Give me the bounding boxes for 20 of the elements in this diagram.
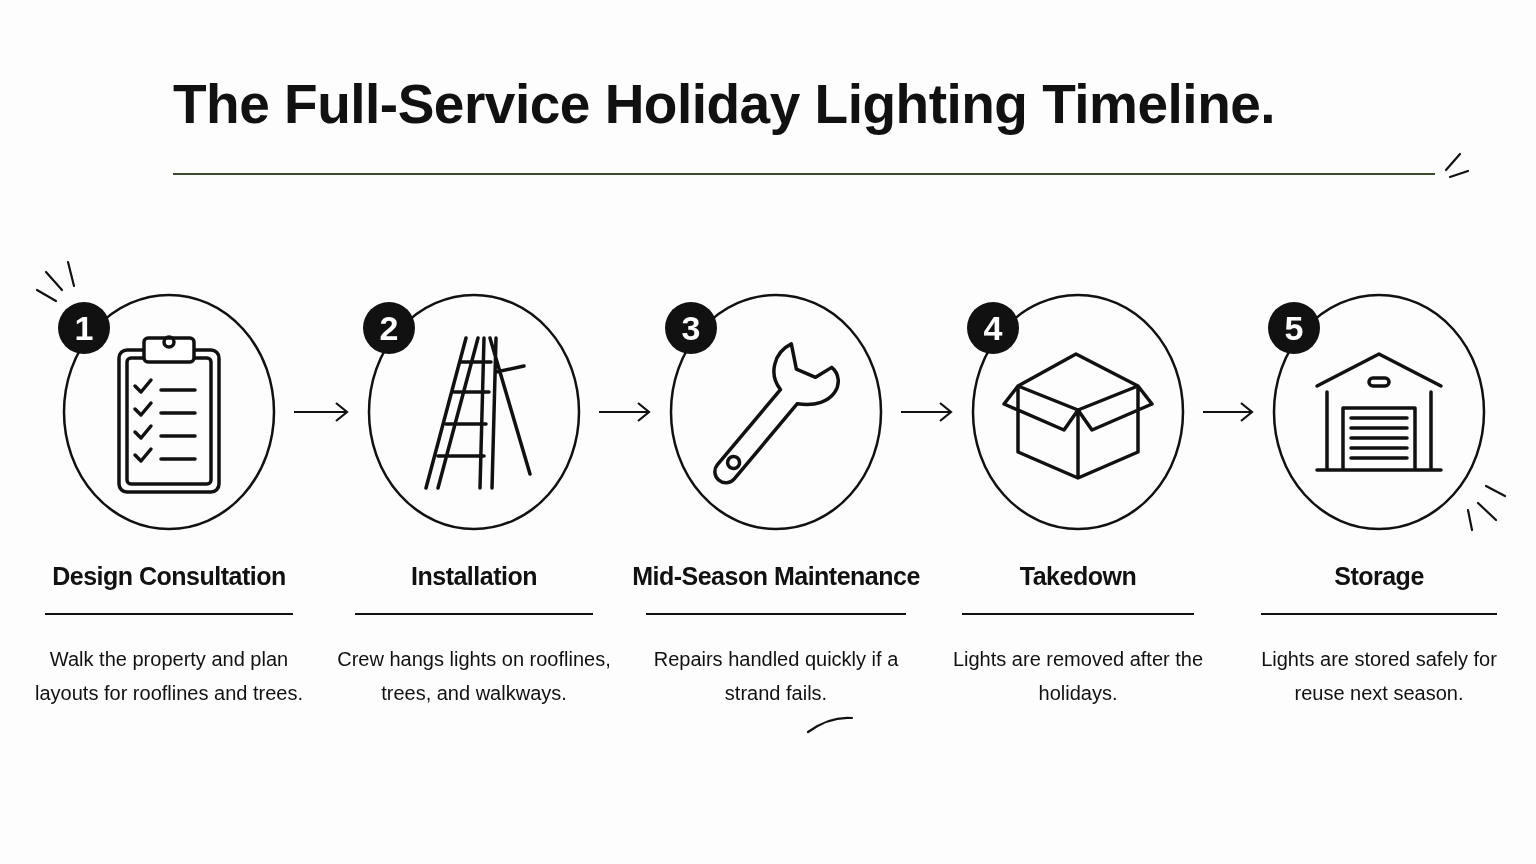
step-number-badge: 2 bbox=[363, 302, 415, 354]
arrow bbox=[294, 401, 349, 423]
diagram-title: The Full-Service Holiday Lighting Timeline. bbox=[173, 72, 1276, 136]
arrow bbox=[901, 401, 953, 423]
step-number-badge: 1 bbox=[58, 302, 110, 354]
step-title: Installation bbox=[410, 562, 538, 591]
step-description: Crew hangs lights on rooflines, trees, and walkways. bbox=[336, 647, 612, 706]
step-description: Repairs handled quickly if a strand fails. bbox=[652, 647, 900, 706]
arrow bbox=[1203, 401, 1254, 423]
step-description: Walk the property and plan layouts for rooflines and trees. bbox=[34, 647, 304, 706]
step-title: Design Consultation bbox=[51, 562, 287, 591]
step-number-badge: 4 bbox=[967, 302, 1019, 354]
step-number-badge: 3 bbox=[665, 302, 717, 354]
step-description: Lights are removed after the holidays. bbox=[951, 647, 1205, 706]
step-number-badge: 5 bbox=[1268, 302, 1320, 354]
step-title: Takedown bbox=[1018, 562, 1138, 591]
step-title: Mid-Season Maintenance bbox=[631, 562, 921, 591]
arrow bbox=[599, 401, 651, 423]
step-description: Lights are stored safely for reuse next season. bbox=[1260, 647, 1498, 706]
step-title: Storage bbox=[1333, 562, 1425, 591]
